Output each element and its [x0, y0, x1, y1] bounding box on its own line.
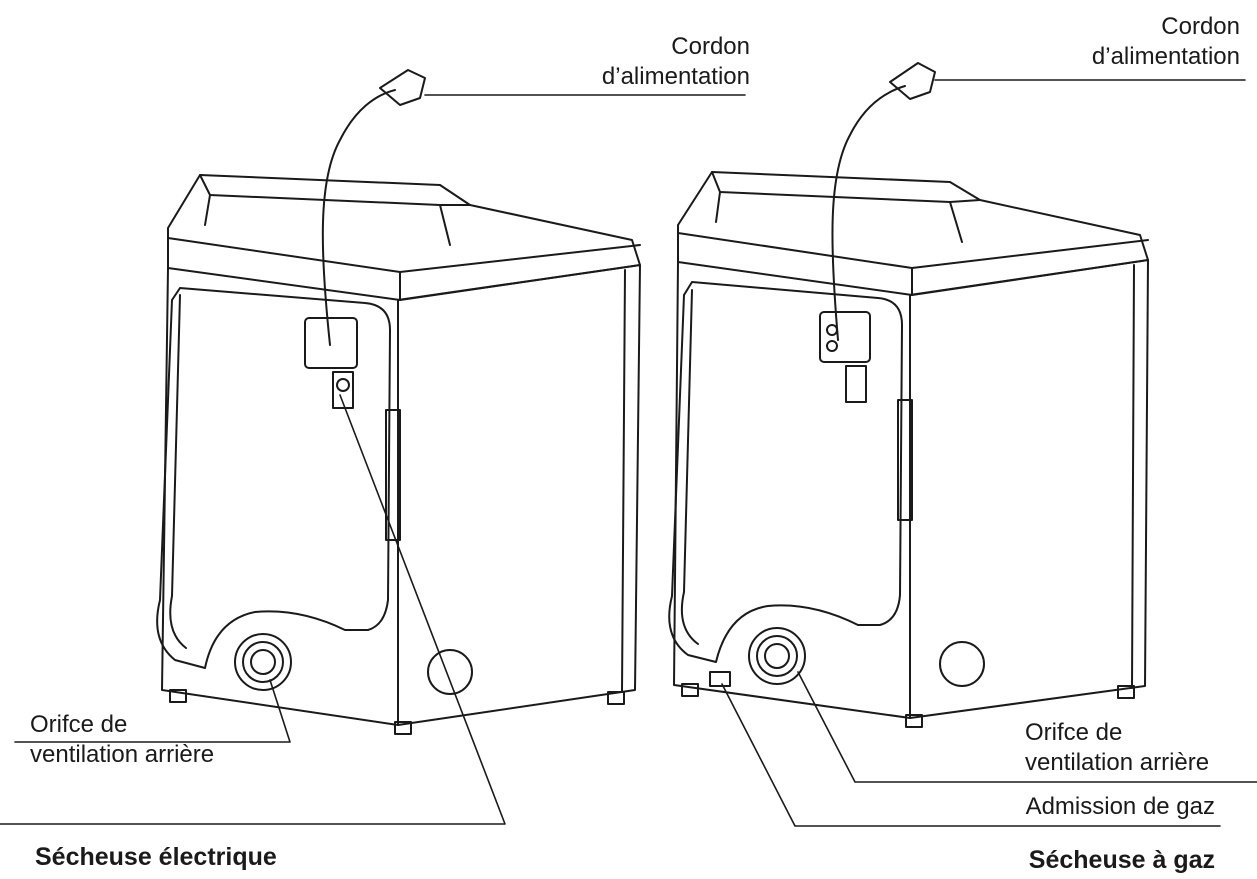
gas-vent-label-line1: Orifce de — [1025, 719, 1123, 746]
gas-terminal-box — [819, 311, 871, 363]
gas-inlet-label: Admission de gaz — [1025, 793, 1215, 820]
gas-dryer-drawing — [668, 62, 1149, 728]
gas-power-cord-label-line2: d’alimentation — [1091, 43, 1240, 70]
electric-vent-opening — [234, 633, 292, 691]
gas-vent-opening — [748, 627, 806, 685]
gas-leader-lines — [721, 79, 1257, 827]
gas-inlet-fitting — [709, 671, 731, 687]
gas-dryer-top — [677, 171, 1149, 296]
gas-dryer-body — [673, 261, 911, 719]
electric-vent-label: Orifce de ventilation arrière — [30, 710, 214, 770]
electric-dryer-body — [161, 267, 399, 726]
electric-vent-label-line1: Orifce de — [30, 711, 128, 738]
electric-leader-lines — [0, 94, 746, 825]
electric-terminal-box — [304, 317, 358, 369]
electric-dryer-title: Sécheuse électrique — [35, 843, 277, 871]
electric-dryer-back-panel — [156, 287, 391, 669]
electric-power-cord-label: Cordon d’alimentation — [540, 32, 750, 92]
gas-power-cord-label-line1: Cordon — [1161, 13, 1240, 40]
gas-vent-label: Orifce de ventilation arrière — [1025, 718, 1209, 778]
gas-power-cord — [831, 85, 906, 341]
gas-power-cord-label: Cordon d’alimentation — [1030, 12, 1240, 72]
gas-dryer-title: Sécheuse à gaz — [1028, 846, 1215, 874]
gas-dryer-back-panel — [668, 281, 903, 663]
electric-power-cord-label-line1: Cordon — [671, 33, 750, 60]
electric-dryer-top — [167, 174, 641, 301]
electric-vent-label-line2: ventilation arrière — [30, 741, 215, 768]
gas-vent-label-line2: ventilation arrière — [1025, 749, 1210, 776]
electric-power-cord-label-line2: d’alimentation — [601, 63, 750, 90]
electric-dryer-drawing — [156, 69, 641, 735]
electric-power-cord — [321, 89, 396, 346]
